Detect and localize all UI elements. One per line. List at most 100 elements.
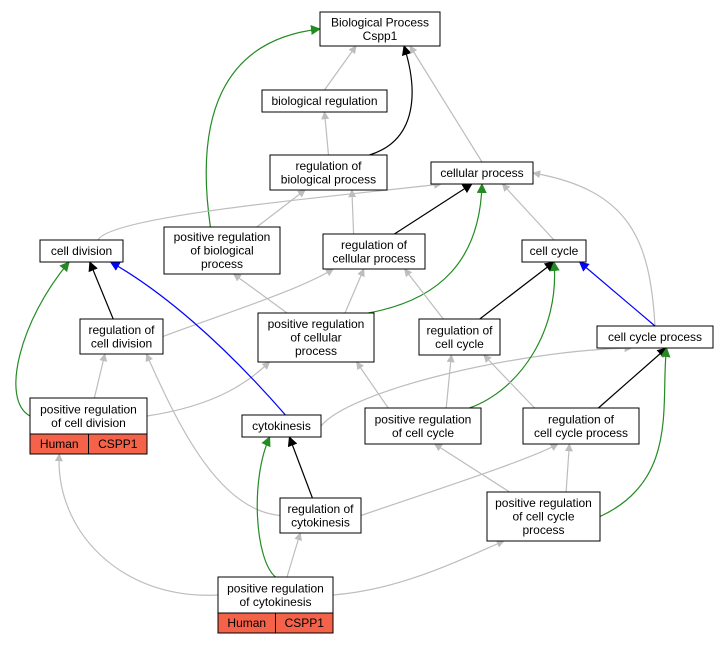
- node-label-line: biological regulation: [271, 94, 377, 108]
- node-label-line: process: [201, 257, 243, 271]
- edge-is-a: [54, 453, 219, 596]
- node-label-line: positive regulation: [227, 581, 324, 595]
- edge-positively-regulates: [469, 261, 560, 409]
- node-label-line: cell cycle process: [608, 330, 702, 344]
- edge-is-a: [93, 353, 108, 399]
- edge-is-a: [344, 268, 365, 314]
- go-term-node[interactable]: cellular process: [430, 161, 534, 185]
- node-label-line: positive regulation: [174, 230, 271, 244]
- edge-is-a: [356, 361, 389, 409]
- node-box: [430, 161, 534, 185]
- edge-is-a: [256, 189, 306, 228]
- edge-is-a: [162, 268, 334, 338]
- node-box: [29, 397, 148, 435]
- node-label-line: biological process: [281, 172, 376, 186]
- edge-part-of: [287, 436, 313, 499]
- go-term-node[interactable]: cell cycle: [521, 239, 587, 263]
- node-label-line: Cspp1: [363, 29, 398, 43]
- annotation-tag-label: CSPP1: [285, 616, 325, 630]
- edge-is-a: [97, 180, 442, 241]
- node-label-line: of biological: [190, 244, 253, 258]
- edge-is-a: [324, 45, 357, 91]
- node-label-line: cellular process: [332, 251, 415, 265]
- annotation-tag-label: Human: [40, 437, 79, 451]
- edge-is-a: [286, 532, 303, 578]
- annotation-tag-cell: [275, 612, 334, 634]
- go-term-node[interactable]: cell cycle process: [596, 325, 714, 349]
- edge-part-of: [394, 183, 473, 235]
- node-label-line: regulation of: [548, 412, 615, 426]
- node-label-line: regulation of: [287, 502, 354, 516]
- node-label-line: cell cycle process: [534, 426, 628, 440]
- node-box: [364, 407, 482, 445]
- edge-positively-regulates: [256, 436, 276, 578]
- go-term-node[interactable]: biological regulation: [261, 89, 388, 113]
- node-box: [522, 407, 640, 445]
- edge-is-a: [232, 273, 288, 314]
- node-label-line: positive regulation: [268, 317, 365, 331]
- edge-is-a: [445, 354, 455, 409]
- node-label-line: of cellular: [290, 331, 341, 345]
- node-label-line: regulation of: [341, 238, 408, 252]
- node-box: [486, 491, 601, 542]
- node-box: [217, 576, 334, 614]
- go-term-node[interactable]: cytokinesis: [241, 414, 322, 438]
- node-box: [319, 11, 441, 47]
- edge-is-a: [433, 443, 510, 493]
- node-label-line: cell cycle: [435, 337, 484, 351]
- node-label-line: process: [522, 523, 564, 537]
- edge-is-a: [320, 344, 633, 427]
- edge-part-of: [479, 261, 555, 320]
- edge-part-of: [88, 261, 114, 320]
- node-box: [241, 414, 322, 438]
- edge-is-a: [532, 170, 656, 327]
- edge-is-a: [321, 111, 330, 156]
- node-label-line: regulation of: [426, 323, 493, 337]
- node-label-line: cytokinesis: [252, 419, 311, 433]
- node-box: [322, 233, 426, 270]
- go-term-node[interactable]: cell division: [39, 239, 124, 263]
- node-label-line: cell division: [51, 244, 112, 258]
- edge-is-a: [501, 183, 555, 241]
- node-label-line: process: [295, 344, 337, 358]
- edge-part-of: [598, 347, 668, 409]
- edge-is-a: [146, 361, 271, 417]
- node-label-line: cell cycle: [530, 244, 579, 258]
- edge-regulates: [109, 261, 286, 416]
- node-box: [261, 89, 388, 113]
- annotation-tag-label: Human: [227, 616, 266, 630]
- edge-is-a: [404, 268, 444, 320]
- node-box: [521, 239, 587, 263]
- edge-is-a: [483, 354, 536, 409]
- node-label-line: of cytokinesis: [239, 595, 311, 609]
- edge-is-a: [145, 353, 281, 517]
- node-box: [418, 318, 501, 356]
- edge-positively-regulates: [15, 261, 70, 417]
- edge-positively-regulates: [368, 183, 487, 314]
- node-label-line: positive regulation: [495, 496, 592, 510]
- annotation-tag-cell: [88, 433, 148, 455]
- node-label-line: regulation of: [295, 159, 362, 173]
- edge-is-a: [348, 189, 357, 235]
- node-label-line: cell division: [91, 336, 152, 350]
- node-box: [269, 154, 388, 191]
- edge-regulates: [578, 261, 656, 327]
- annotation-tag-label: CSPP1: [98, 437, 138, 451]
- node-label-line: of cell division: [51, 416, 126, 430]
- node-label-line: positive regulation: [375, 412, 472, 426]
- node-box: [257, 312, 375, 363]
